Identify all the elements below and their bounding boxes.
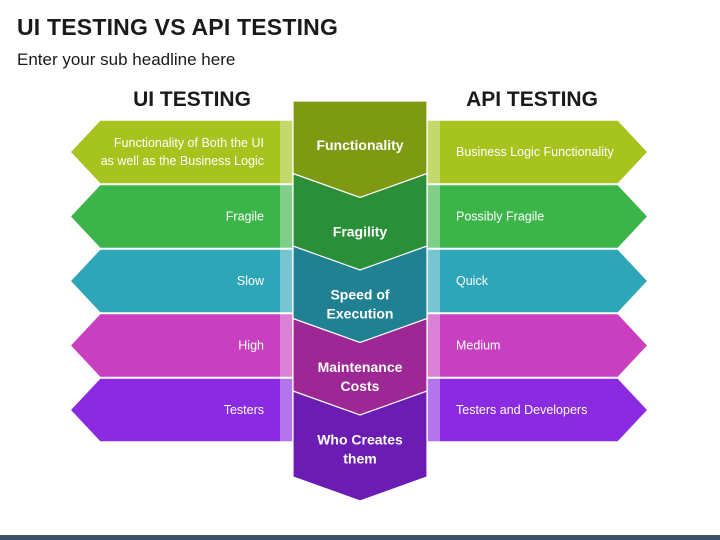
page-title: UI TESTING VS API TESTING <box>17 14 339 40</box>
ui-value-4: High <box>238 339 264 353</box>
api-band-accent-4 <box>427 313 440 378</box>
api-testing-heading: API TESTING <box>466 88 598 111</box>
api-value-1: Business Logic Functionality <box>456 145 614 159</box>
api-value-5: Testers and Developers <box>456 403 587 417</box>
api-testing-bands <box>426 119 650 443</box>
ui-band-accent-4 <box>280 313 293 378</box>
api-value-2: Possibly Fragile <box>456 210 544 224</box>
ui-testing-heading: UI TESTING <box>133 88 251 111</box>
page-subtitle: Enter your sub headline here <box>17 50 236 69</box>
api-value-3: Quick <box>456 274 489 288</box>
api-band-accent-3 <box>427 249 440 313</box>
ui-value-5: Testers <box>224 403 264 417</box>
ui-band-1 <box>68 119 294 185</box>
criterion-label-1: Functionality <box>316 137 403 153</box>
ui-band-accent-1 <box>280 120 293 184</box>
api-band-accent-1 <box>427 120 440 184</box>
api-value-4: Medium <box>456 339 500 353</box>
criterion-label-2: Fragility <box>333 224 388 240</box>
api-band-accent-2 <box>427 184 440 249</box>
criterion-chevron-5 <box>292 390 428 502</box>
api-band-accent-5 <box>427 378 440 442</box>
ui-band-accent-2 <box>280 184 293 249</box>
bottom-bar <box>0 535 720 540</box>
criteria-chevrons <box>292 100 428 502</box>
ui-band-accent-3 <box>280 249 293 313</box>
ui-value-2: Fragile <box>226 210 264 224</box>
ui-testing-bands <box>68 119 294 443</box>
ui-band-accent-5 <box>280 378 293 442</box>
ui-value-3: Slow <box>237 274 265 288</box>
